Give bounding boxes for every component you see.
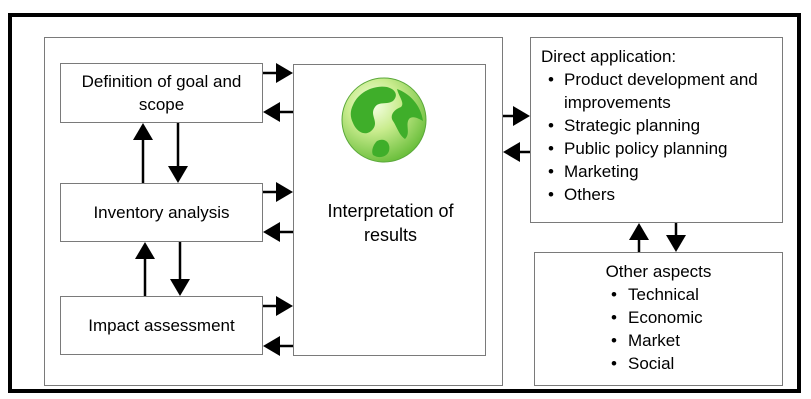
direct-application-item: Product development and improvements — [541, 68, 782, 114]
other-aspects-box: Other aspects Technical Economic Market … — [534, 252, 783, 386]
direct-application-item: Others — [541, 183, 782, 206]
direct-application-title: Direct application: — [541, 47, 677, 66]
direct-application-item: Public policy planning — [541, 137, 782, 160]
inventory-analysis-box: Inventory analysis — [60, 183, 263, 242]
interpretation-label: Interpretation of results — [327, 201, 454, 245]
direct-application-box: Direct application: Product development … — [530, 37, 783, 223]
inventory-analysis-label: Inventory analysis — [93, 203, 230, 222]
other-aspects-item: Technical — [607, 283, 782, 306]
other-aspects-item: Market — [607, 329, 782, 352]
globe-icon — [341, 77, 427, 163]
other-aspects-list: Technical Economic Market Social — [607, 283, 782, 375]
impact-assessment-box: Impact assessment — [60, 296, 263, 355]
interpretation-box: Interpretation of results — [293, 64, 486, 356]
other-aspects-item: Economic — [607, 306, 782, 329]
direct-application-list: Product development and improvements Str… — [541, 68, 782, 206]
direct-application-item: Marketing — [541, 160, 782, 183]
direct-application-item: Strategic planning — [541, 114, 782, 137]
other-aspects-title: Other aspects — [605, 262, 712, 281]
impact-assessment-label: Impact assessment — [88, 316, 235, 335]
other-aspects-item: Social — [607, 352, 782, 375]
goal-scope-box: Definition of goal and scope — [60, 63, 263, 123]
diagram-frame — [8, 13, 801, 393]
goal-scope-label: Definition of goal and scope — [81, 72, 242, 114]
